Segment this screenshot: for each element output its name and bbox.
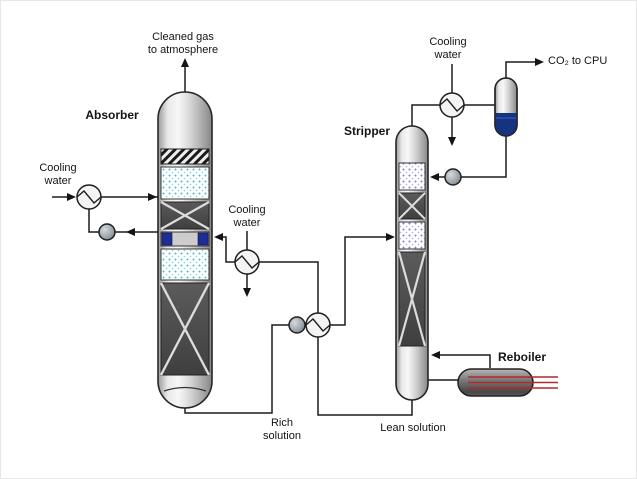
absorber-packing-band-2: [160, 248, 210, 281]
label-stripper: Stripper: [343, 124, 391, 138]
stripper-structured-packing-band: [398, 192, 426, 220]
process-pipes: [52, 61, 535, 416]
stripper-column: [395, 125, 429, 401]
condenser-heat-exchanger-icon: [439, 92, 465, 118]
distributor-nozzle-left: [161, 232, 173, 246]
label-reboiler: Reboiler: [497, 350, 547, 364]
flow-arrow-lean-into-absorber: [214, 233, 223, 241]
co2-separator-vessel: [494, 77, 518, 137]
absorber-liquid-level: [163, 386, 207, 392]
reflux-pump-icon: [444, 168, 462, 186]
flow-arrows: [67, 58, 544, 359]
stripper-packing-band-2: [398, 221, 426, 250]
flow-arrow-reboiler-vapor: [431, 351, 440, 359]
reboiler-heater-element: [468, 376, 558, 389]
lean-rich-heat-exchanger-icon: [305, 312, 331, 338]
absorber-column: [157, 91, 213, 409]
label-cleaned-gas: Cleaned gas to atmosphere: [147, 31, 219, 56]
flow-arrow-cooling-water-middle: [243, 288, 251, 297]
rich-solution-pump-icon: [288, 316, 306, 334]
lean-solution-pipe: [223, 236, 413, 416]
flow-arrow-vent-up: [181, 58, 189, 67]
intercooler-heat-exchanger-icon: [76, 184, 102, 210]
absorber-packing-band-1: [160, 166, 210, 200]
flow-arrow-intercooler-return: [148, 193, 157, 201]
flow-arrow-intercooler-draw: [126, 228, 135, 236]
rich-solution-pipe: [184, 236, 386, 414]
stripper-packing-band-1: [398, 162, 426, 191]
stripper-bottom-packing-band: [397, 251, 427, 347]
label-cooling-water-right: Cooling water: [429, 36, 467, 61]
flow-arrow-reflux: [430, 173, 439, 181]
separator-liquid-level: [495, 113, 517, 136]
absorber-bottom-packing-band: [159, 282, 211, 376]
stripper-overhead-pipe: [411, 104, 495, 126]
label-cooling-water-middle: Cooling water: [228, 204, 266, 229]
flow-arrow-co2-product: [535, 58, 544, 66]
lean-cooler-heat-exchanger-icon: [234, 249, 260, 275]
distributor-nozzle-right: [197, 232, 209, 246]
flow-arrow-rich-into-stripper: [386, 233, 395, 241]
reboiler-vessel: [457, 368, 558, 397]
flow-arrow-cooling-water-right: [448, 137, 456, 146]
co2-product-pipe: [505, 61, 535, 78]
label-co2-to-cpu: CO₂ to CPU: [548, 55, 608, 67]
flow-arrow-cooling-water-left: [67, 193, 76, 201]
label-rich-solution: Rich solution: [263, 417, 301, 442]
intercooler-pump-icon: [98, 223, 116, 241]
intercooler-loop-pipe: [88, 196, 158, 233]
absorber-demister-band: [160, 148, 210, 165]
reboiler-vapor-return-pipe: [440, 354, 491, 368]
label-absorber: Absorber: [85, 108, 139, 122]
label-cooling-water-left: Cooling water: [39, 162, 77, 187]
label-lean-solution: Lean solution: [380, 422, 446, 434]
absorber-distributor-band: [160, 231, 210, 247]
absorber-structured-packing-band: [160, 201, 210, 230]
